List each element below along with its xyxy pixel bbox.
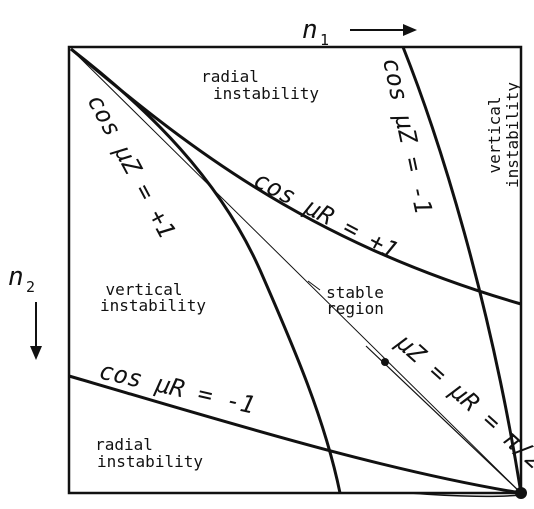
curve-cos-mur-minus1 — [68, 374, 522, 495]
region-vertical-right-line2: instability — [503, 82, 522, 188]
plot-frame — [67, 45, 523, 495]
resonance-line — [365, 345, 522, 494]
y-axis-subscript: 2 — [26, 278, 35, 296]
label-cos-mur-plus1: cos μR = +1 — [249, 166, 402, 265]
label-cos-muz-minus1: cos μZ = -1 — [377, 55, 437, 216]
stable-leader — [307, 280, 321, 291]
y-axis-arrow — [30, 302, 42, 360]
diagonal-line — [70, 48, 522, 494]
region-vertical-left-line2: instability — [100, 296, 206, 315]
region-radial-top-line1: radial — [201, 67, 259, 86]
label-cos-mur-minus1: cos μR = -1 — [97, 357, 258, 420]
y-axis-label: n 2 — [8, 262, 35, 296]
x-axis-subscript: 1 — [320, 31, 329, 49]
x-axis-symbol: n — [302, 15, 318, 45]
region-vertical-left-line1: vertical — [105, 280, 182, 299]
resonance-point — [381, 358, 389, 366]
region-radial-bottom-line1: radial — [95, 435, 153, 454]
region-radial-bottom-line2: instability — [97, 452, 203, 471]
region-stable-line1: stable — [326, 283, 384, 302]
x-axis-arrow — [350, 24, 417, 36]
region-vertical-right-line1: vertical — [485, 96, 504, 173]
y-axis-symbol: n — [8, 262, 24, 292]
label-cos-muz-plus1: cos μZ = +1 — [82, 90, 181, 243]
region-stable-line2: region — [326, 299, 384, 318]
curve-cos-mur-plus1 — [70, 47, 522, 306]
region-radial-top-line2: instability — [213, 84, 319, 103]
corner-point — [515, 487, 527, 499]
region-vertical-right: vertical instability — [485, 82, 522, 188]
curve-cos-muz-minus1 — [401, 46, 523, 494]
curve-corner-short — [409, 492, 522, 498]
x-axis-label: n 1 — [302, 15, 329, 49]
label-resonance: μZ = μR = π/2 — [390, 328, 534, 475]
